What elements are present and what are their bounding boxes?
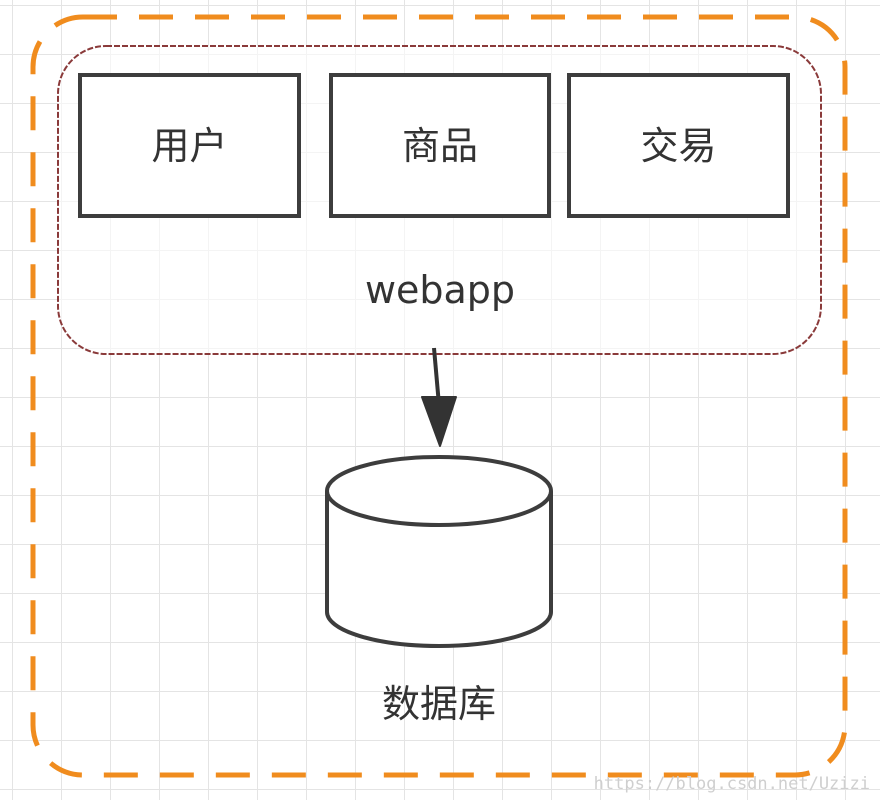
module-label-product: 商品: [401, 124, 478, 168]
webapp-label: webapp: [364, 268, 516, 312]
watermark-text: https://blog.csdn.net/Uzizi: [593, 774, 870, 794]
module-box-trade: [567, 73, 790, 218]
module-box-user: [78, 73, 301, 218]
database-label: 数据库: [381, 682, 496, 726]
database-cylinder-body: [325, 491, 553, 648]
module-box-product: [329, 73, 551, 218]
module-label-trade: 交易: [640, 124, 717, 168]
system-boundary: [30, 14, 848, 778]
module-label-user: 用户: [151, 124, 228, 168]
database-cylinder-top: [325, 455, 553, 527]
arrow-line: [432, 347, 441, 406]
arrow-head-icon: [421, 396, 457, 447]
